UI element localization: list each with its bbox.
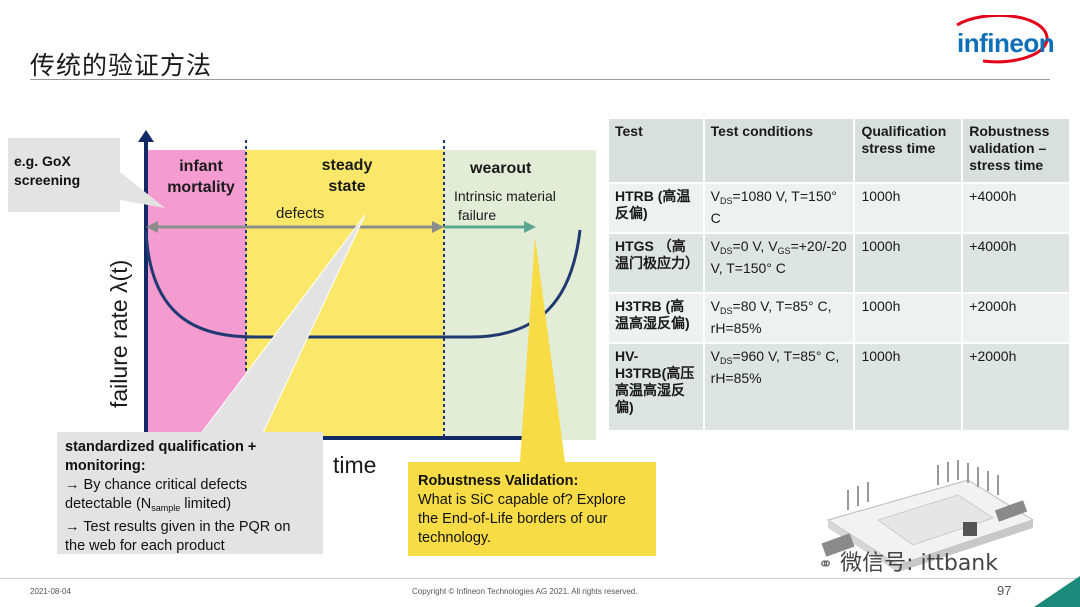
cell-test: HTRB (高温反偏) [607,182,705,234]
qualification-line3: → Test results given in the PQR on [65,519,291,535]
phase-steady-line2: state [328,178,366,195]
infineon-logo: infineon [943,13,1055,67]
defects-label: defects [276,205,325,222]
cond-rest2: =+20/-20 V, T=150° C [710,238,847,276]
gox-callout: e.g. GoX screening [8,138,120,212]
cell-test: H3TRB (高温高湿反偏) [607,292,705,344]
gox-callout-pointer [120,172,165,208]
table-row: HTRB (高温反偏) VDS=1080 V, T=150° C 1000h +… [607,182,1071,234]
page-number: 97 [997,583,1012,598]
phase-infant-label: infant mortality [161,156,241,198]
cell-robustness: +2000h [961,342,1071,432]
y-axis-label: failure rate λ(t) [106,259,132,408]
qualification-callout: standardized qualification + monitoring:… [57,432,323,554]
cond-rest: =0 V, V [732,238,778,254]
cond-rest: =960 V, T=85° C, rH=85% [710,348,840,386]
slide-title: 传统的验证方法 [30,51,213,80]
cond-v: V [710,298,720,314]
defects-arrow-right-icon [432,221,444,233]
robustness-line1: What is SiC capable of? Explore [418,492,626,508]
cond-v: V [710,238,720,254]
power-module-image [821,460,1035,572]
robustness-line3: technology. [418,530,492,546]
gox-line2: screening [14,172,81,188]
cond-sub: DS [720,306,733,316]
header-test: Test [607,117,705,184]
table-row: HTGS （高温门极应力） VDS=0 V, VGS=+20/-20 V, T=… [607,232,1071,294]
phase-steady-line1: steady [321,157,373,174]
header-qualification: Qualification stress time [853,117,964,184]
cond-sub: DS [720,196,733,206]
gox-line1: e.g. GoX [14,153,71,169]
phase-infant-line1: infant [179,158,223,175]
cell-test: HTGS （高温门极应力） [607,232,705,294]
wearout-arrow-right-icon [524,221,536,233]
wechat-icon: ⚭ [818,554,834,575]
cond-v: V [710,188,720,204]
cond-sub2: GS [777,246,791,256]
robustness-heading: Robustness Validation: [418,473,579,489]
test-table: Test Test conditions Qualification stres… [607,117,1071,432]
wechat-watermark: ⚭ 微信号: ittbank [818,545,998,577]
qualification-line2-sub: sample [151,503,181,513]
cond-sub: DS [720,246,733,256]
cond-rest: =80 V, T=85° C, rH=85% [710,298,832,336]
qualification-line2-post: limited) [180,496,232,512]
robustness-line2: the End-of-Life borders of our [418,511,608,527]
robustness-callout-pointer [520,237,565,462]
cell-conditions: VDS=1080 V, T=150° C [702,182,856,234]
qualification-line4: the web for each product [65,538,225,554]
cell-qualification: 1000h [853,182,964,234]
cell-conditions: VDS=960 V, T=85° C, rH=85% [702,342,856,432]
cond-sub: DS [720,356,733,366]
cell-qualification: 1000h [853,342,964,432]
phase-infant-line2: mortality [167,179,235,196]
cell-qualification: 1000h [853,292,964,344]
phase-wearout-label: wearout [470,160,532,177]
cell-qualification: 1000h [853,232,964,294]
wearout-region [444,150,596,440]
intrinsic-failure-label: Intrinsic material failure [454,187,556,225]
cell-robustness: +4000h [961,182,1071,234]
failure-rate-curve [144,229,582,339]
watermark-text: 微信号: ittbank [840,551,998,576]
qualification-heading-1: standardized qualification + [65,439,257,455]
defects-arrow-left-icon [146,221,158,233]
footer-copyright: Copyright © Infineon Technologies AG 202… [412,587,638,596]
cell-conditions: VDS=0 V, VGS=+20/-20 V, T=150° C [702,232,856,294]
header-robustness: Robustness validation – stress time [961,117,1071,184]
cell-robustness: +2000h [961,292,1071,344]
cell-robustness: +4000h [961,232,1071,294]
cond-v: V [710,348,720,364]
cell-test: HV-H3TRB(高压高温高湿反偏) [607,342,705,432]
table-row: HV-H3TRB(高压高温高湿反偏) VDS=960 V, T=85° C, r… [607,342,1071,432]
header-conditions: Test conditions [702,117,856,184]
qualification-line2-pre: detectable (N [65,496,152,512]
qualification-line2: detectable (Nsample limited) [65,495,315,518]
cond-rest: =1080 V, T=150° C [710,188,837,226]
logo-text: infineon [957,28,1055,58]
cell-conditions: VDS=80 V, T=85° C, rH=85% [702,292,856,344]
table-row: H3TRB (高温高湿反偏) VDS=80 V, T=85° C, rH=85%… [607,292,1071,344]
robustness-callout: Robustness Validation: What is SiC capab… [408,462,656,556]
footer-divider [0,578,1080,579]
y-axis-arrow-icon [138,130,154,142]
intrinsic-line2: failure [458,207,497,223]
phase-steady-label: steady state [305,155,389,197]
intrinsic-line1: Intrinsic material [454,188,556,204]
title-divider [30,79,1050,80]
footer-date: 2021-08-04 [30,587,71,596]
qualification-heading-2: monitoring: [65,458,146,474]
qualification-line1: → By chance critical defects [65,477,248,493]
table-header-row: Test Test conditions Qualification stres… [607,117,1071,184]
logo-swoosh-icon [956,13,1049,64]
x-axis-label: time [333,452,377,478]
corner-accent [1034,576,1080,607]
